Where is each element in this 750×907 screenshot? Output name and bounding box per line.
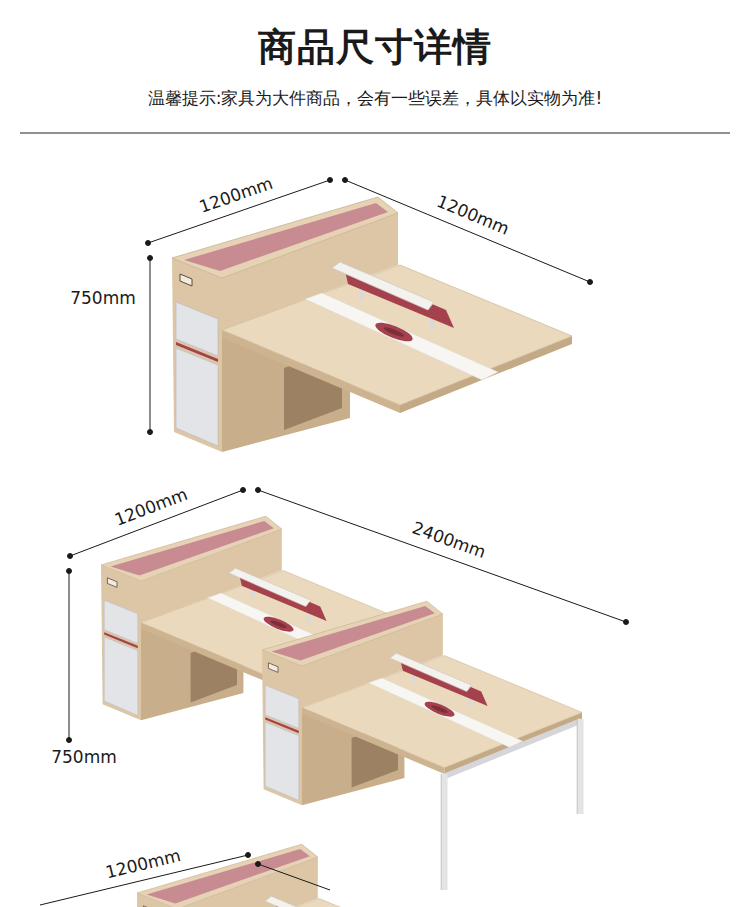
desk-third: [137, 844, 457, 907]
notice-text: 温馨提示:家具为大件商品，会有一些误差，具体以实物为准!: [148, 88, 603, 108]
dimension-line: [150, 258, 151, 432]
dimension-lines: [40, 178, 629, 906]
dimension-dot: [256, 862, 261, 867]
dimension-dot: [146, 241, 151, 246]
dimension-label: 1200mm: [112, 484, 191, 530]
desk-legs: [441, 719, 580, 890]
page-title: 商品尺寸详情: [258, 25, 492, 71]
dimension-line: [345, 180, 590, 282]
dimension-dot: [241, 488, 246, 493]
dimension-label: 750mm: [51, 747, 117, 767]
dimension-dot: [328, 178, 333, 183]
leg-edge: [577, 719, 578, 814]
leg-rail: [444, 721, 580, 776]
desk-leg: [441, 774, 447, 890]
dimension-label: 2400mm: [410, 518, 489, 563]
dimension-dot: [246, 853, 251, 858]
dimension-dot: [588, 280, 593, 285]
dimension-line: [69, 571, 70, 740]
dimension-label: 750mm: [70, 288, 136, 308]
dimension-label: 1200mm: [434, 191, 512, 239]
header-rule: [20, 133, 730, 134]
dimension-dot: [256, 488, 261, 493]
desk-front: [262, 601, 582, 805]
dimension-line: [258, 490, 626, 622]
dimension-label: 1200mm: [197, 173, 276, 217]
dimension-dot: [148, 430, 153, 435]
dimension-dot: [67, 738, 72, 743]
dimension-line: [258, 864, 330, 890]
desk-single: [172, 197, 572, 452]
dimension-dot: [68, 554, 73, 559]
dimension-dot: [624, 620, 629, 625]
dimension-dot: [148, 256, 153, 261]
dimension-dot: [343, 178, 348, 183]
dimension-dot: [67, 569, 72, 574]
desk-leg: [577, 719, 583, 814]
leg-edge: [441, 774, 442, 890]
dimension-label: 1200mm: [103, 845, 182, 883]
